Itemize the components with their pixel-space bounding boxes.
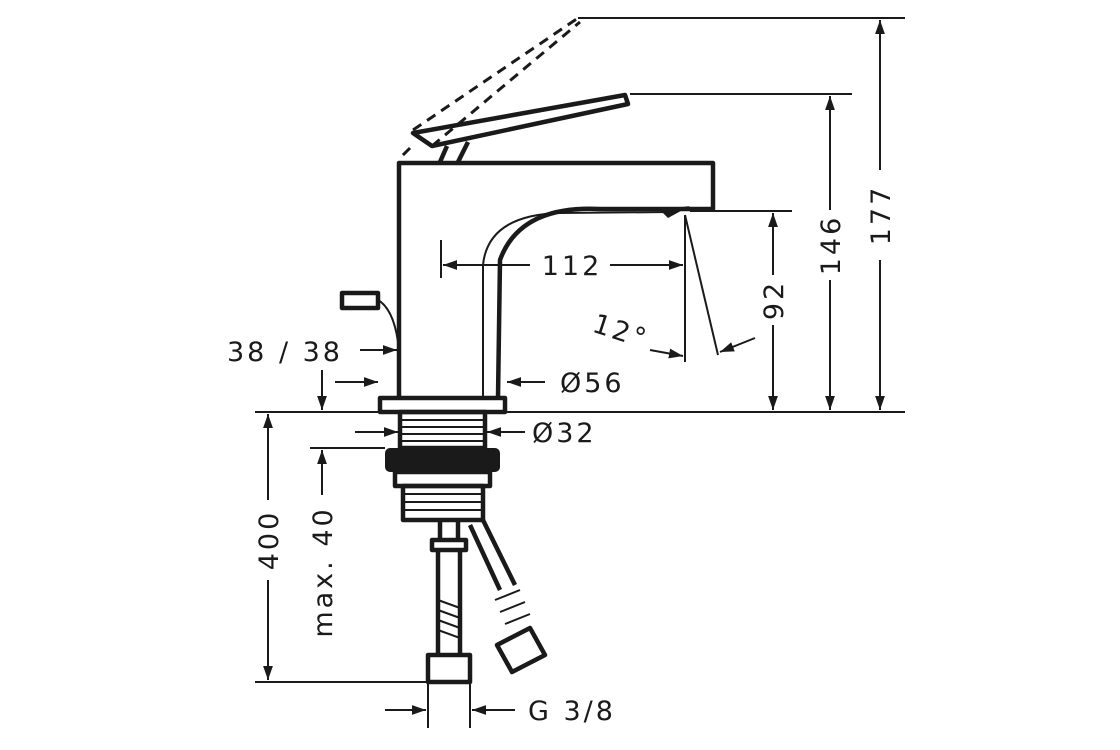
extension-lines (255, 17, 905, 728)
dim-max-deck-thickness: max. 40 (308, 506, 339, 637)
dim-spout-reach: 112 (542, 251, 603, 282)
dim-popup-rod: 38 / 38 (227, 337, 343, 368)
dim-connection-thread: G 3/8 (528, 696, 616, 727)
dim-thread-diameter: Ø32 (532, 418, 597, 449)
dim-lever-height: 146 (816, 215, 847, 276)
supply-hoses (425, 517, 548, 685)
dim-spout-height: 92 (759, 280, 790, 320)
dim-spray-angle: 12° (589, 308, 653, 355)
popup-rod (339, 290, 400, 351)
dim-total-height: 177 (866, 185, 897, 246)
dimension-lines (263, 20, 885, 715)
mounting-assembly (377, 395, 508, 523)
dim-hose-length: 400 (254, 510, 285, 571)
dim-body-diameter: Ø56 (560, 368, 625, 399)
lever (396, 16, 631, 164)
